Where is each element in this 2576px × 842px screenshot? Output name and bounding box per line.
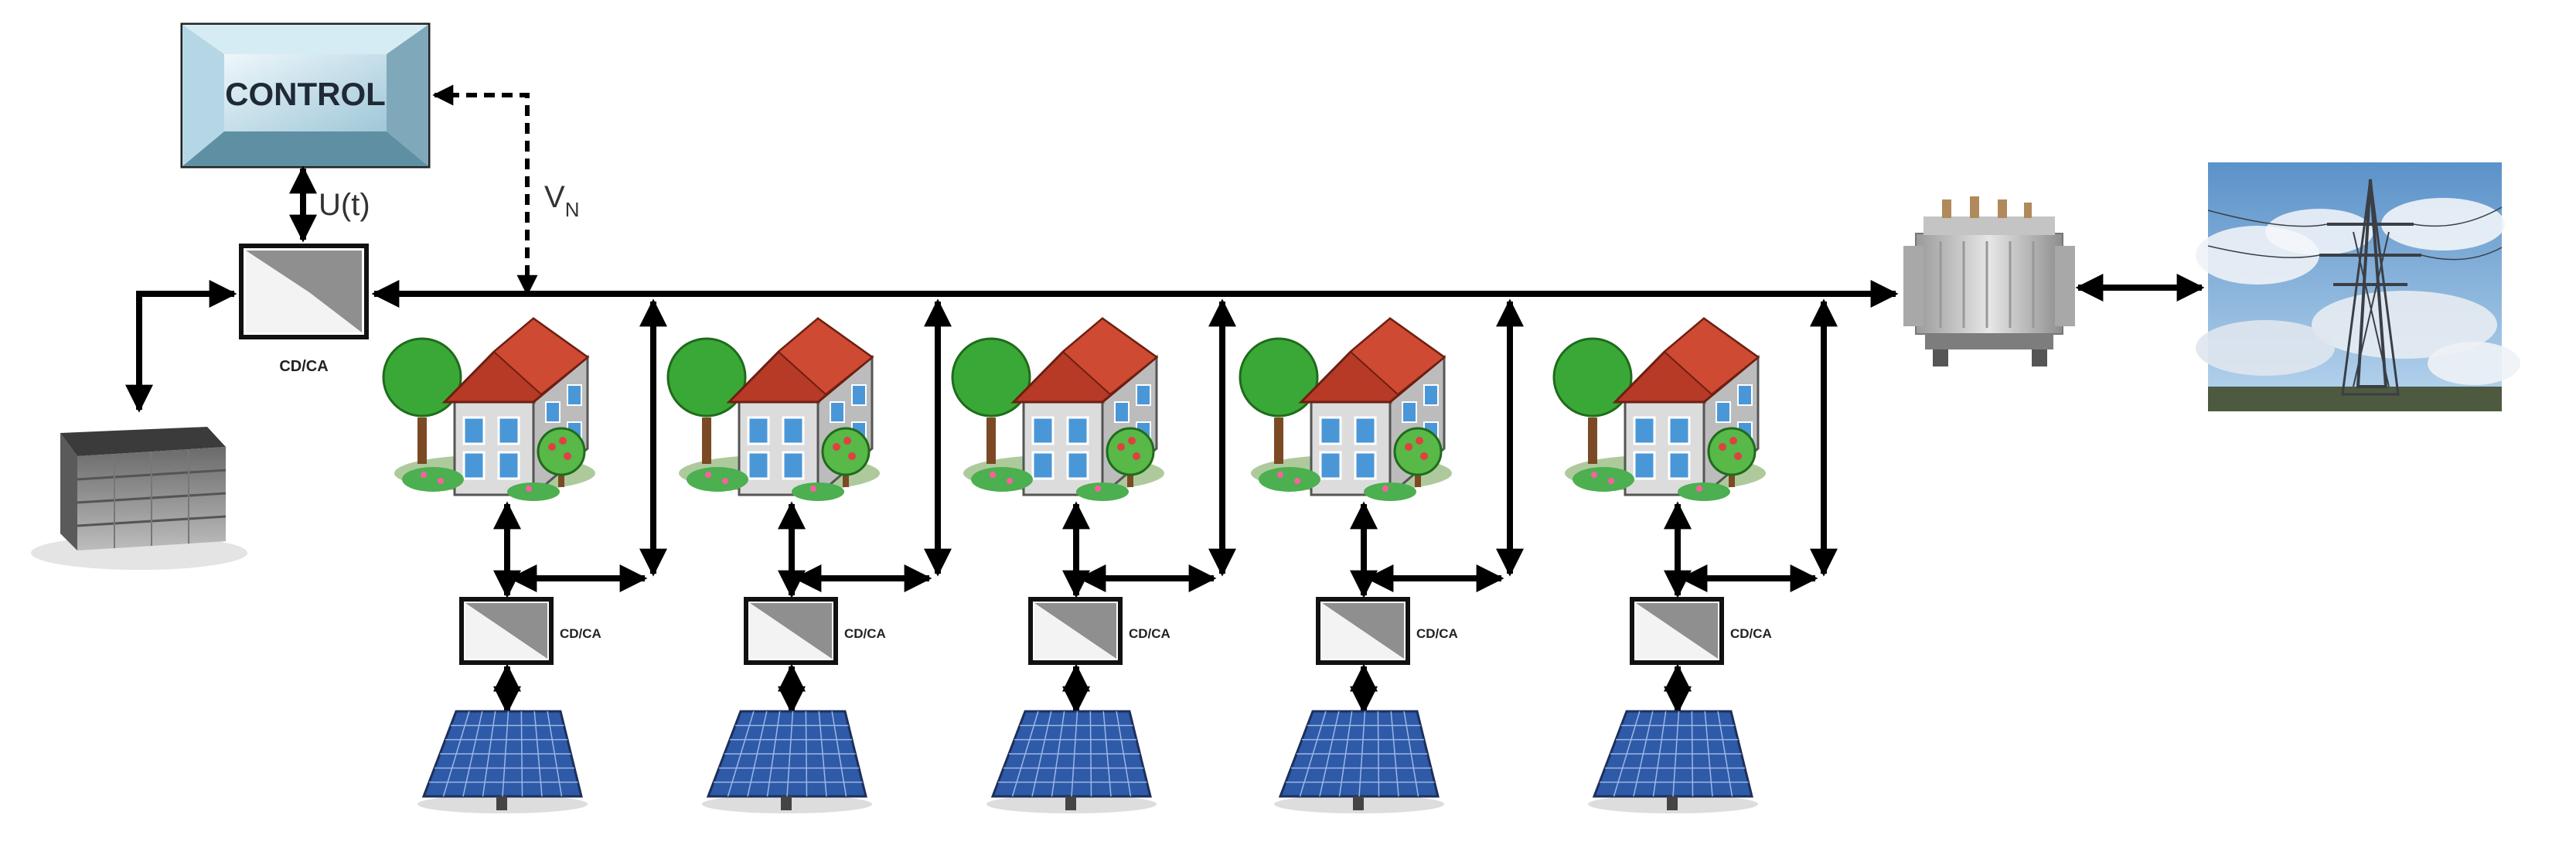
house-unit-4: CD/CA [1239, 298, 1524, 813]
house-icon [382, 317, 595, 501]
house-window [545, 401, 561, 423]
house-window [1031, 451, 1055, 480]
unit-converter-label: CD/CA [560, 626, 601, 641]
control-label: CONTROL [225, 76, 386, 112]
unit-converter-label: CD/CA [844, 626, 886, 641]
house-unit-2: CD/CA [666, 298, 952, 813]
unit-converter [1316, 597, 1410, 665]
solar-panel-icon [986, 710, 1157, 813]
voltage-feedback-link [432, 84, 538, 296]
house-icon [1239, 317, 1452, 501]
house-window [782, 451, 805, 480]
transformer-icon [1903, 196, 2075, 366]
house-window [1114, 401, 1130, 423]
house-icon [1552, 317, 1766, 501]
unit-converter-label: CD/CA [1416, 626, 1458, 641]
house-window [1737, 384, 1753, 406]
main-converter-label: CD/CA [279, 358, 328, 375]
house-window [747, 416, 770, 445]
house-window [1031, 416, 1055, 445]
house-icon [666, 317, 880, 501]
house-window [462, 451, 486, 480]
house-window [567, 384, 582, 406]
house-window [1668, 416, 1691, 445]
house-unit-1: CD/CA [382, 298, 667, 813]
house-unit-5: CD/CA [1552, 298, 1838, 813]
solar-panel-icon [417, 710, 588, 813]
unit-converter-label: CD/CA [1129, 626, 1170, 641]
house-window [1066, 416, 1089, 445]
unit-converter [459, 597, 554, 665]
house-window [1354, 416, 1377, 445]
solar-panel-icon [702, 710, 872, 813]
control-block: CONTROL [180, 22, 431, 169]
house-icon [951, 317, 1164, 501]
main-converter [239, 244, 369, 339]
house-window [1423, 384, 1439, 406]
house-window [1354, 451, 1377, 480]
voltage-feedback-label: VN [544, 180, 579, 221]
unit-converter [744, 597, 838, 665]
battery-link [125, 280, 237, 413]
solar-panel-icon [1588, 710, 1758, 813]
house-window [830, 401, 845, 423]
control-signal-label: U(t) [319, 188, 370, 222]
house-window [1136, 384, 1151, 406]
house-window [1066, 451, 1089, 480]
house-window [1716, 401, 1731, 423]
house-window [782, 416, 805, 445]
house-window [851, 384, 867, 406]
house-window [1633, 416, 1656, 445]
unit-converter [1028, 597, 1123, 665]
house-window [1633, 451, 1656, 480]
house-window [1319, 451, 1342, 480]
unit-converter-label: CD/CA [1730, 626, 1772, 641]
house-window [1402, 401, 1417, 423]
house-window [1319, 416, 1342, 445]
power-grid-image [2196, 162, 2520, 411]
house-window [747, 451, 770, 480]
house-window [462, 416, 486, 445]
house-window [497, 451, 520, 480]
solar-panel-icon [1274, 710, 1444, 813]
unit-converter [1630, 597, 1724, 665]
house-window [1668, 451, 1691, 480]
battery-icon [31, 427, 247, 570]
house-window [497, 416, 520, 445]
house-units: CD/CA CD/CA CD/CA CD/CA CD/CA [382, 298, 1838, 813]
house-unit-3: CD/CA [951, 298, 1236, 813]
